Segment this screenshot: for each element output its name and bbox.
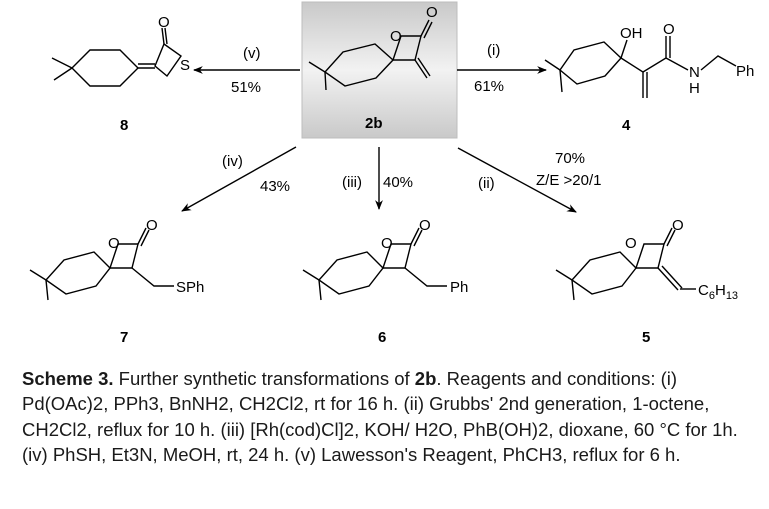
reaction-iii-yield: 40% (383, 174, 413, 191)
atom-O-carbonyl-5: O (672, 217, 684, 234)
reaction-ii-selectivity: Z/E >20/1 (536, 172, 601, 189)
atom-O-8: O (158, 14, 170, 31)
label-5: 5 (642, 329, 650, 346)
structure-7: O O SPh (29, 217, 204, 301)
reaction-v-yield: 51% (231, 79, 261, 96)
atom-Ph-4: Ph (736, 63, 754, 80)
label-8: 8 (120, 117, 128, 134)
atom-O-ring-7: O (108, 235, 120, 252)
atom-OH-4: OH (620, 25, 643, 42)
reaction-scheme: O O 2b O S 8 OH O N H Ph 4 O O (29, 1, 754, 346)
structure-6: O O Ph (302, 217, 468, 301)
atom-O-ring-6: O (381, 235, 393, 252)
label-4: 4 (622, 117, 631, 134)
reaction-ii-yield: 70% (555, 150, 585, 167)
caption-scheme-label: Scheme 3. (22, 368, 114, 389)
atom-O-carbonyl: O (426, 4, 438, 21)
label-6: 6 (378, 329, 386, 346)
reaction-iii-label: (iii) (342, 174, 362, 191)
atom-S-8: S (180, 57, 190, 74)
atom-N-4: N (689, 64, 700, 81)
atom-O-carbonyl-7: O (146, 217, 158, 234)
atom-O-ring: O (390, 28, 402, 45)
reaction-iv-label: (iv) (222, 153, 243, 170)
atom-C6H13-5: C6H13 (698, 282, 738, 302)
reaction-iv-yield: 43% (260, 178, 290, 195)
structure-8: O S (51, 14, 190, 87)
reaction-v-label: (v) (243, 45, 261, 62)
scheme-caption: Scheme 3. Further synthetic transformati… (22, 366, 758, 468)
structure-2b: O O (308, 4, 438, 91)
atom-H-4: H (689, 80, 700, 97)
caption-intro: Further synthetic transformations of (113, 368, 415, 389)
reaction-ii-label: (ii) (478, 175, 495, 192)
reaction-i-label: (i) (487, 42, 500, 59)
label-7: 7 (120, 329, 128, 346)
label-2b: 2b (365, 115, 383, 132)
caption-compound: 2b (414, 368, 437, 389)
atom-O-ring-5: O (625, 235, 637, 252)
atom-O-4: O (663, 21, 675, 38)
structure-4: OH O N H Ph (544, 21, 754, 98)
caption-conditions: . Reagents and conditions: (i) Pd(OAc)2,… (22, 368, 738, 466)
reaction-i-yield: 61% (474, 78, 504, 95)
atom-Ph-6: Ph (450, 279, 468, 296)
arrow-ii (457, 147, 577, 213)
atom-SPh-7: SPh (176, 279, 204, 296)
arrow-iv (181, 146, 297, 212)
structure-5: O O C6H13 (555, 217, 738, 302)
atom-O-carbonyl-6: O (419, 217, 431, 234)
